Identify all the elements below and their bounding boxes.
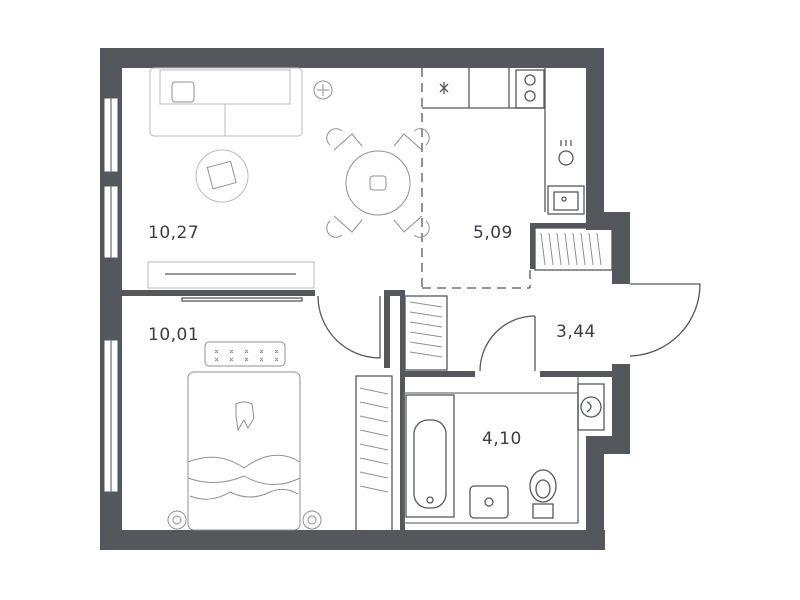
hall-area-label: 3,44 <box>556 322 596 342</box>
corridor-closet <box>404 295 448 371</box>
floor-lamp-icon <box>313 80 333 100</box>
dining-set-icon <box>326 128 430 238</box>
windows <box>103 97 119 493</box>
bathroom-fixtures <box>405 383 605 519</box>
kitchen-fixtures <box>422 68 585 215</box>
kitchen-zone-boundary <box>421 68 531 290</box>
bedside-lamp-icon <box>167 510 322 530</box>
bathroom-area-label: 4,10 <box>482 429 522 449</box>
wall-shelf-icon <box>204 341 286 367</box>
rug-icon <box>195 149 249 203</box>
kitchen-area-label: 5,09 <box>473 223 513 243</box>
living-room-area-label: 10,27 <box>148 223 199 243</box>
tv-stand-icon <box>147 261 315 289</box>
dishwasher-icon <box>558 140 574 166</box>
bedroom-furniture <box>167 297 322 531</box>
room-area-labels: 10,27 5,09 10,01 3,44 4,10 <box>148 223 596 449</box>
stove-icon <box>515 69 545 109</box>
washing-machine-icon <box>577 383 605 431</box>
bed-icon <box>187 371 301 531</box>
outer-walls <box>100 48 630 550</box>
bathtub-icon <box>405 394 455 518</box>
snowflake-icon <box>439 82 449 94</box>
bedroom-closet <box>355 375 393 535</box>
sofa-icon <box>149 67 303 137</box>
bedroom-area-label: 10,01 <box>148 325 199 345</box>
doors <box>317 283 701 372</box>
sink-icon <box>547 185 585 215</box>
washbasin-icon <box>469 485 509 519</box>
living-room-furniture <box>147 67 430 289</box>
toilet-icon <box>529 469 557 519</box>
hall-wardrobe <box>534 227 613 271</box>
